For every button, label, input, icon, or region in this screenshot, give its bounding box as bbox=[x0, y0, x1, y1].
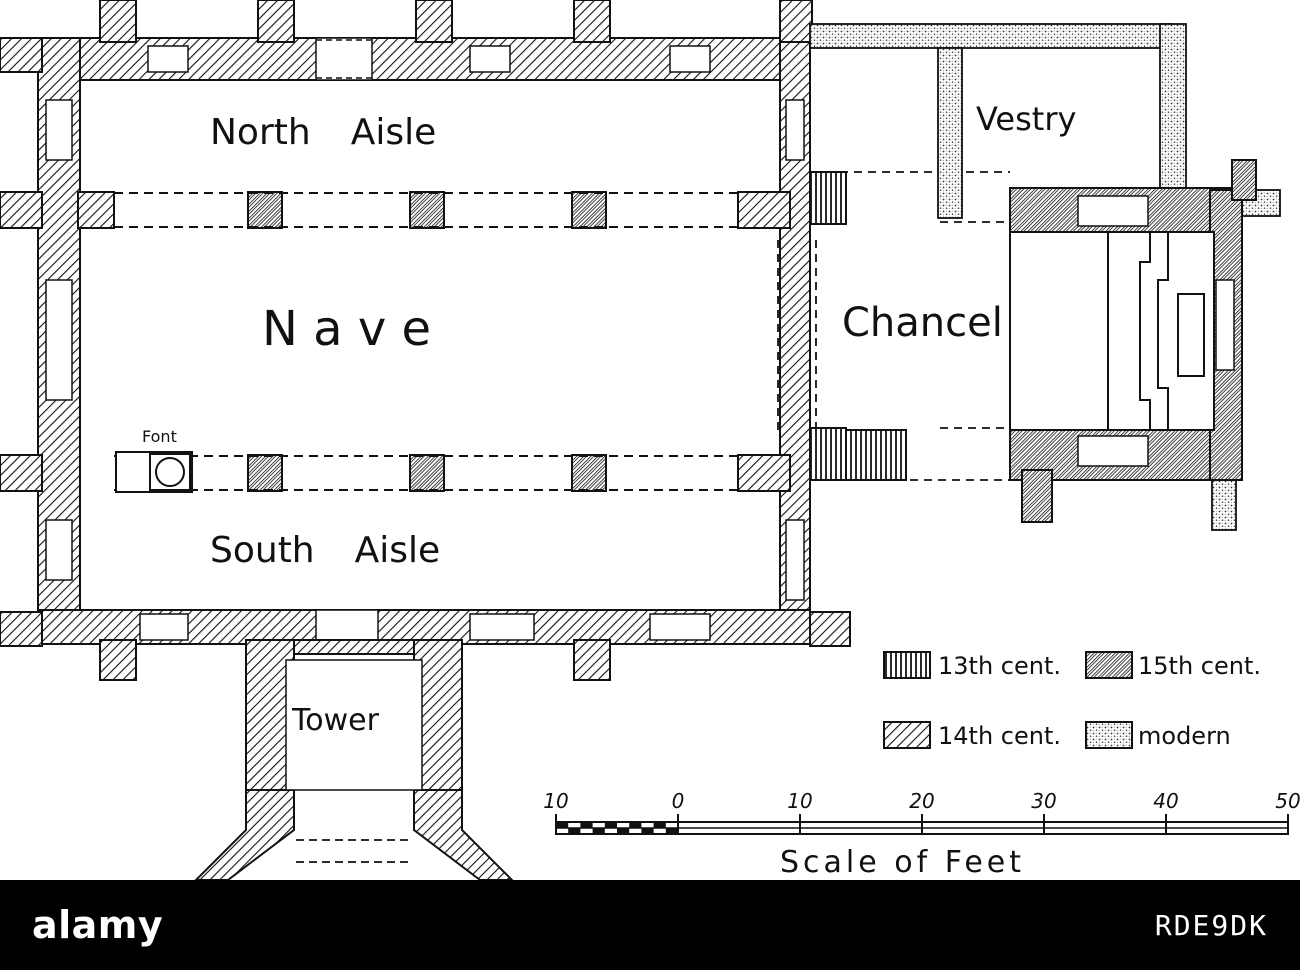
scale-tick-label: 40 bbox=[1153, 789, 1178, 813]
image-id: RDE9DK bbox=[1154, 908, 1268, 942]
scale-tick-label: 10 bbox=[787, 789, 812, 813]
scale-bar-subdivision bbox=[592, 828, 605, 834]
scale-tick-label: 50 bbox=[1275, 789, 1300, 813]
chancel-label: Chancel bbox=[842, 300, 1003, 346]
scale-bar-subdivision bbox=[604, 822, 617, 828]
scale-bar-subdivision bbox=[665, 828, 678, 834]
scale-bar-subdivision bbox=[653, 822, 666, 828]
scale-bar-subdivision bbox=[641, 828, 654, 834]
legend-label-13th: 13th cent. bbox=[938, 652, 1061, 680]
scale-tick-label: 0 bbox=[672, 789, 685, 813]
legend-swatch-15th bbox=[1085, 651, 1133, 679]
legend-swatch-13th bbox=[883, 651, 931, 679]
scale-bar-subdivision bbox=[629, 822, 642, 828]
scale-tick-label: 30 bbox=[1031, 789, 1056, 813]
scale-title: Scale of Feet bbox=[780, 845, 1025, 880]
13th-century-walls bbox=[809, 171, 907, 481]
north-windows bbox=[147, 37, 711, 81]
legend: 13th cent. 15th cent. 14th cent. modern bbox=[883, 651, 1261, 750]
font bbox=[115, 451, 193, 493]
scale-bar-subdivision bbox=[568, 828, 581, 834]
nave-label: N a v e bbox=[262, 301, 431, 357]
south-windows bbox=[139, 609, 711, 645]
legend-swatch-14th bbox=[883, 721, 931, 749]
legend-label-15th: 15th cent. bbox=[1138, 652, 1261, 680]
arcade-piers bbox=[247, 191, 607, 492]
scale-tick-label: 10 bbox=[543, 789, 568, 813]
chancel-steps bbox=[1009, 231, 1215, 431]
vestry-label: Vestry bbox=[976, 100, 1076, 138]
legend-label-modern: modern bbox=[1138, 722, 1231, 750]
scale-tick-label: 20 bbox=[909, 789, 934, 813]
watermark-banner: alamy RDE9DK bbox=[0, 880, 1300, 970]
alamy-logo: alamy bbox=[32, 903, 164, 947]
tower-label: Tower bbox=[291, 703, 380, 738]
legend-label-14th: 14th cent. bbox=[938, 722, 1061, 750]
scale-bar-subdivision bbox=[617, 828, 630, 834]
scale-bar-subdivision bbox=[580, 822, 593, 828]
scale-bar: 10 0 10 20 30 40 50 bbox=[543, 789, 1300, 835]
font-label: Font bbox=[142, 427, 177, 446]
scale-bar-subdivision bbox=[556, 822, 569, 828]
legend-swatch-modern bbox=[1085, 721, 1133, 749]
